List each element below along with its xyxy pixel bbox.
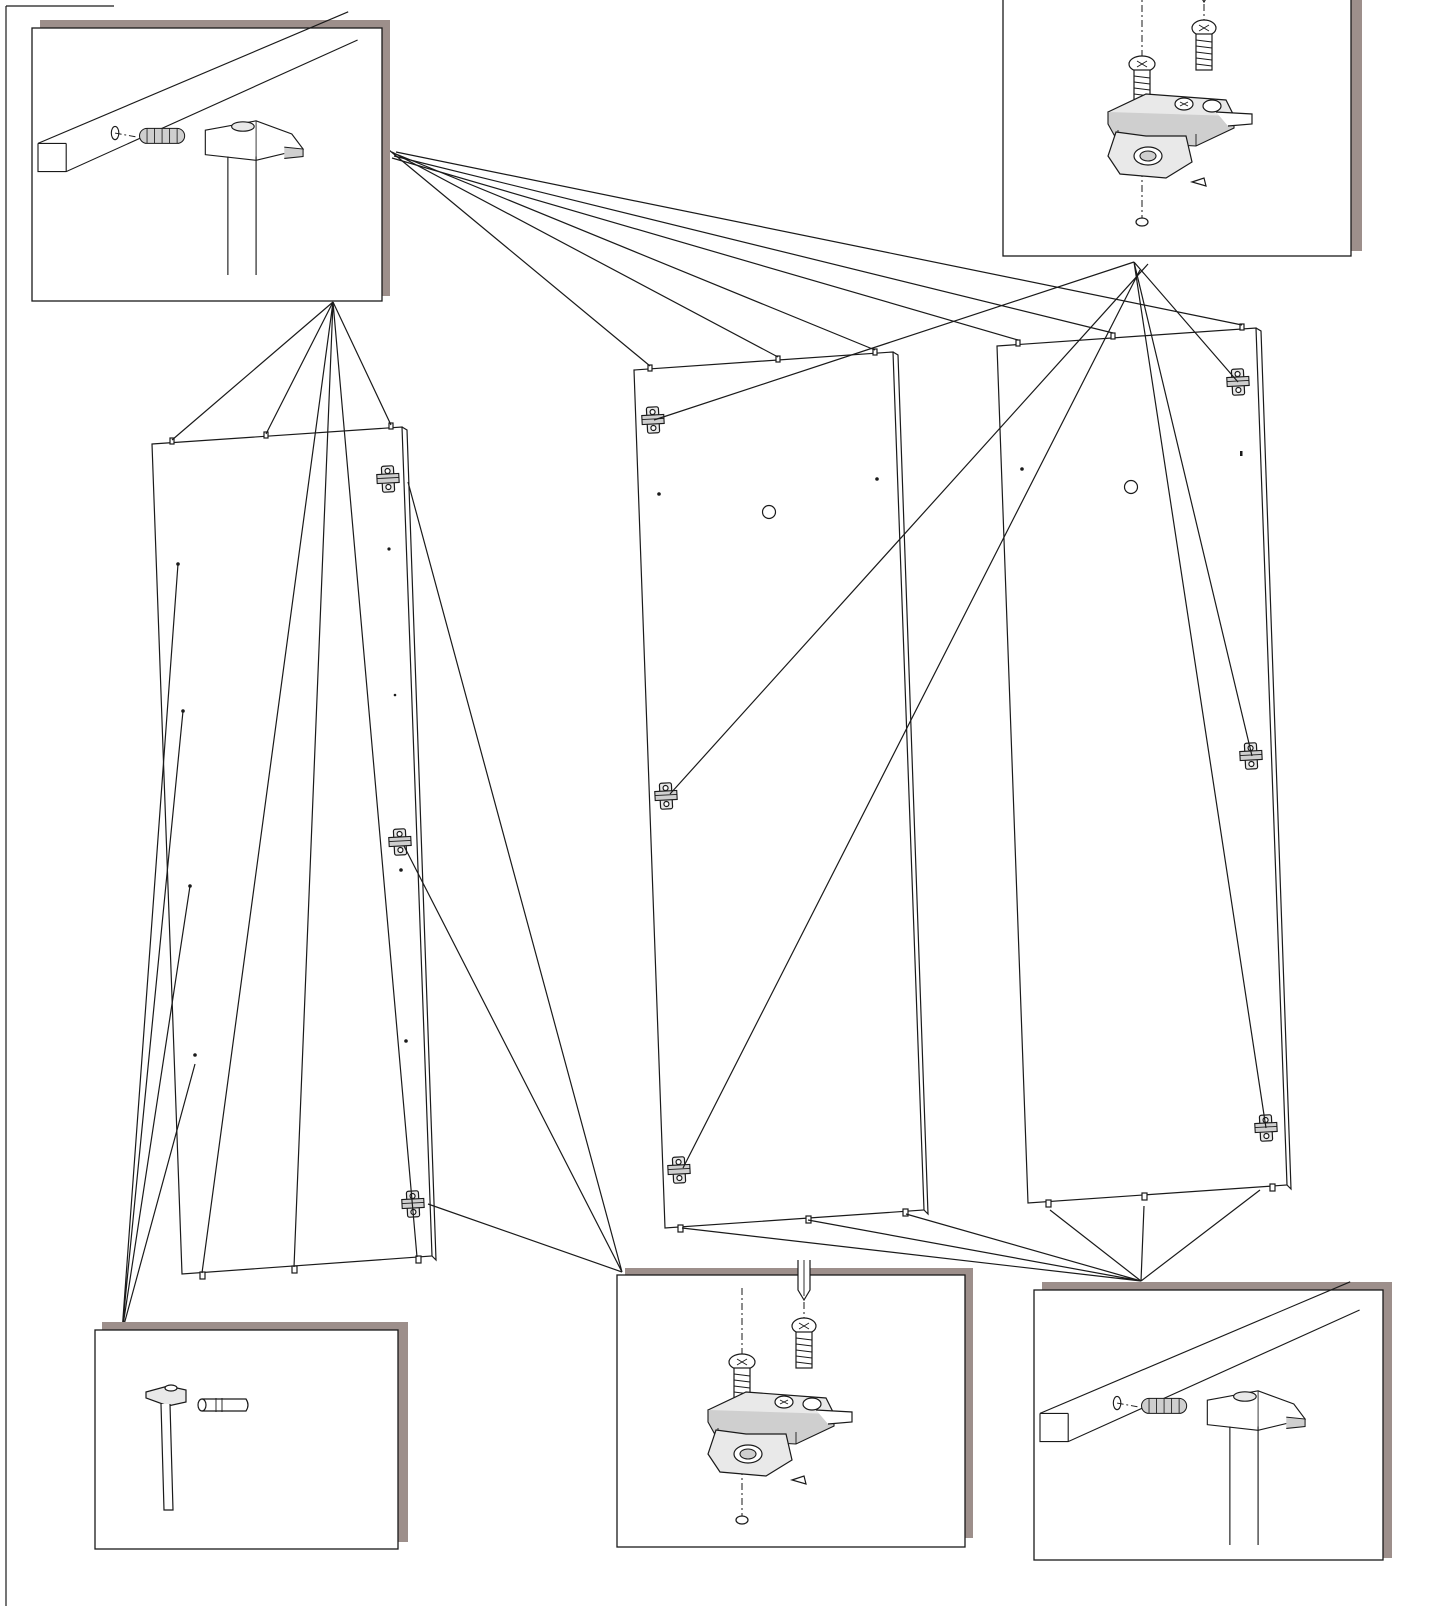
detail-inset-hinge-top-right bbox=[1002, 0, 1362, 257]
detail-inset-hinge-bottom-center bbox=[616, 1259, 973, 1548]
detail-inset-dowel-bottom-right bbox=[1033, 1281, 1392, 1561]
detail-inset-hammer-bottom-left bbox=[94, 1322, 408, 1550]
bottom-dowels bbox=[1045, 1183, 1276, 1208]
top-dowels bbox=[169, 422, 394, 445]
side-panel-right bbox=[996, 323, 1292, 1208]
pre-drilled-holes bbox=[657, 477, 879, 520]
top-dowels bbox=[647, 348, 878, 372]
callout-lines bbox=[121, 149, 1267, 1333]
side-panel-left bbox=[151, 422, 437, 1280]
pre-drilled-holes bbox=[1020, 451, 1243, 495]
detail-inset-dowel-top-left bbox=[31, 11, 390, 302]
side-panel-middle bbox=[633, 348, 929, 1233]
hammer-icon bbox=[145, 1384, 187, 1511]
dowel-icon bbox=[197, 1398, 249, 1412]
